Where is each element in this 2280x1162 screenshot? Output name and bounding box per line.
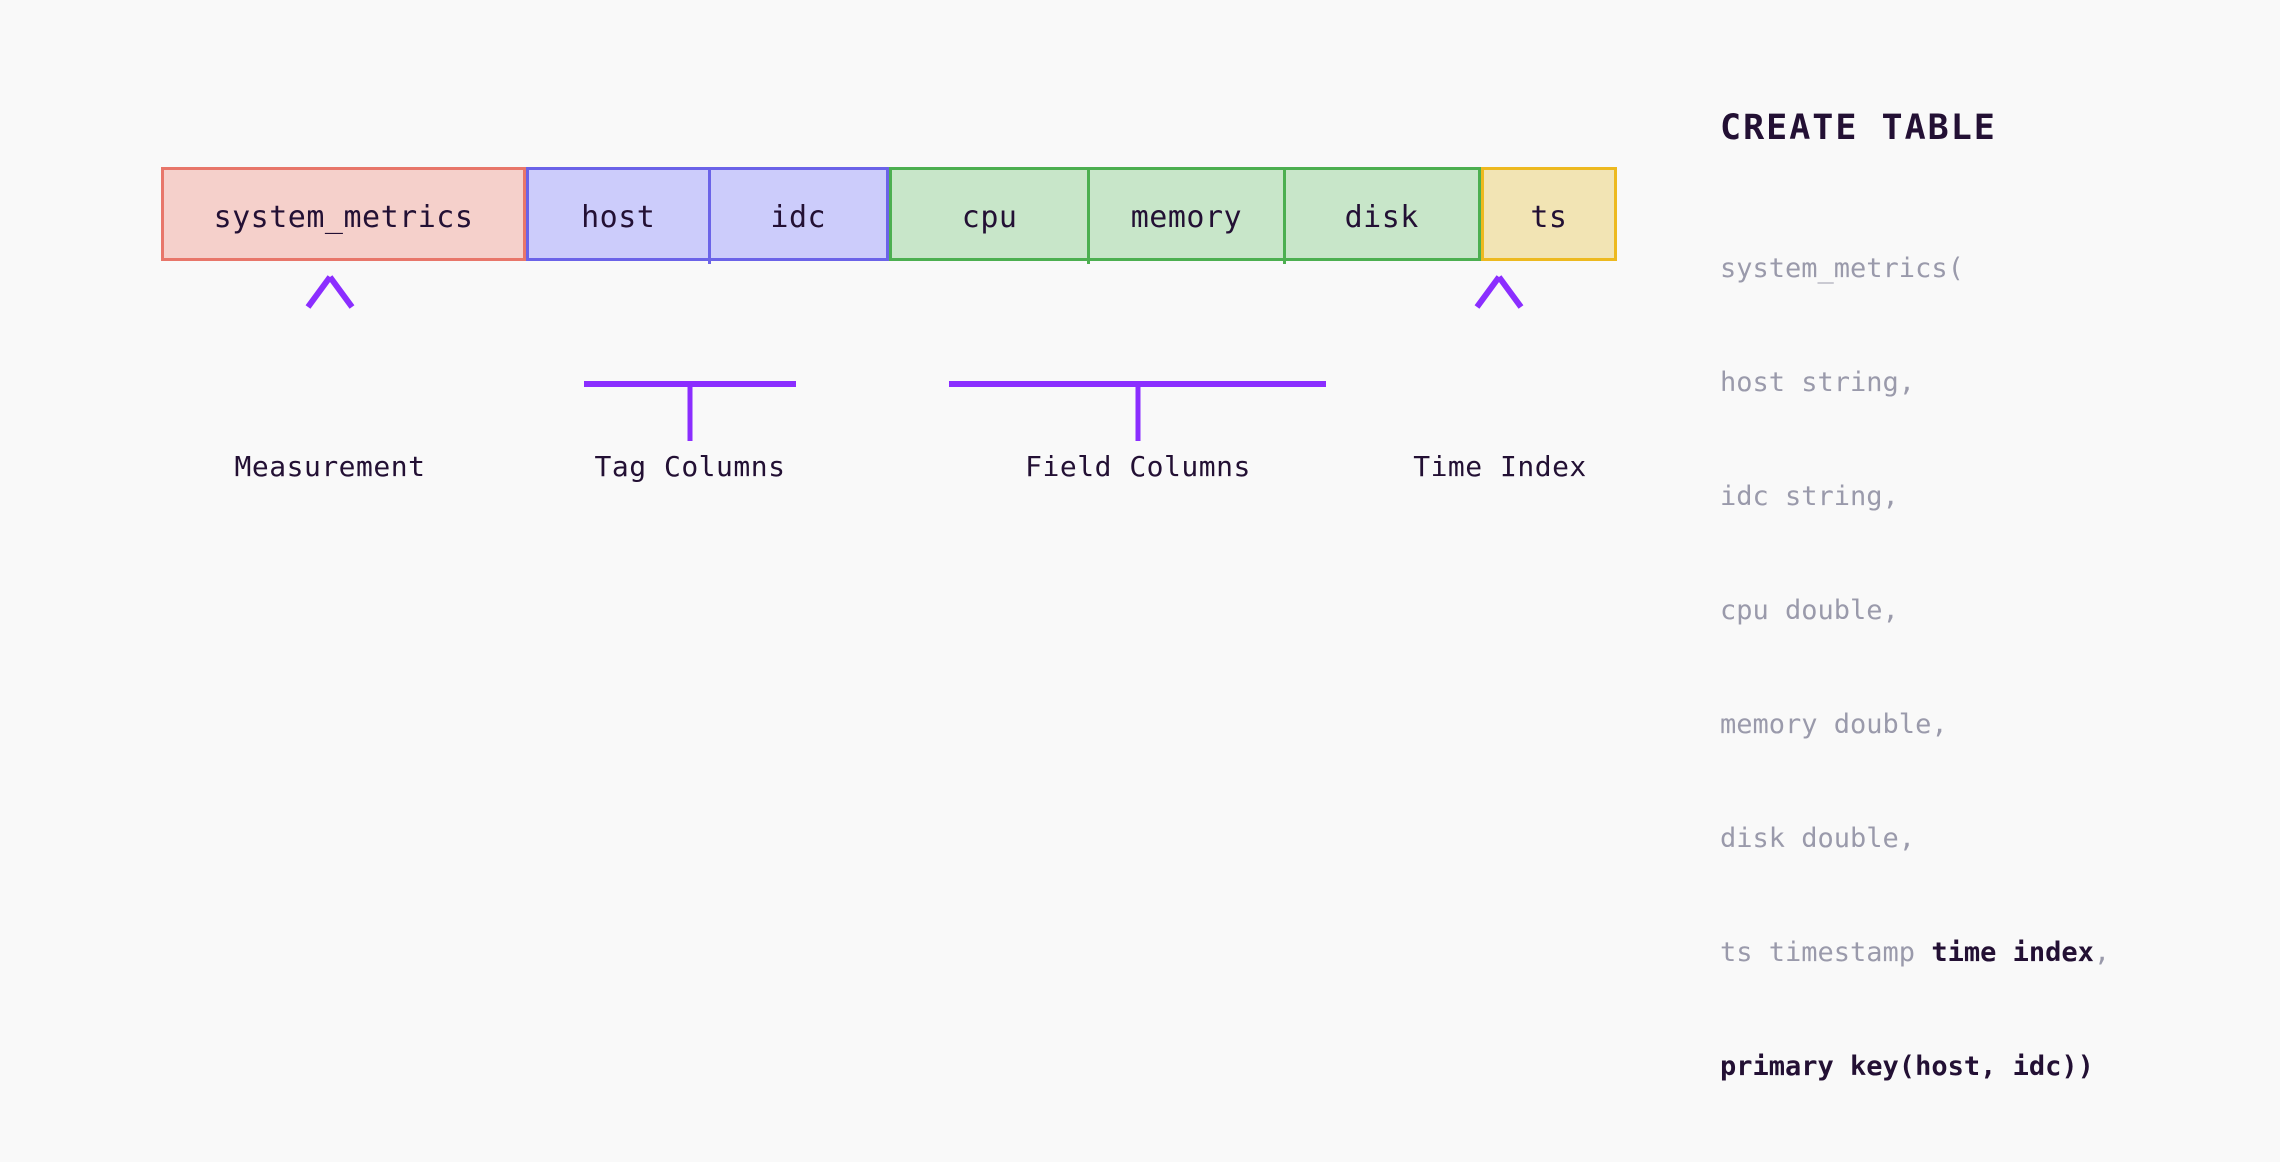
column-cell-ts: ts	[1530, 199, 1568, 235]
column-group-fields: cpu memory disk	[889, 167, 1481, 264]
bracket-fields	[949, 290, 1326, 441]
sql-line: idc string,	[1720, 478, 2240, 516]
schema-table-strip: system_metrics host idc cpu memory disk …	[161, 167, 1617, 264]
sql-text: memory double,	[1720, 709, 1948, 740]
column-cell-disk: disk	[1282, 170, 1478, 264]
arrow-measurement	[305, 275, 355, 381]
create-table-sql: system_metrics( host string, idc string,…	[1720, 174, 2240, 1162]
connector-layer	[0, 261, 1700, 441]
sql-keyword-time-index: time index	[1931, 937, 2094, 968]
column-group-tags: host idc	[526, 167, 889, 264]
sql-line: memory double,	[1720, 706, 2240, 744]
sql-text: host string,	[1720, 367, 1916, 398]
sql-line: disk double,	[1720, 820, 2240, 858]
sql-line: cpu double,	[1720, 592, 2240, 630]
sql-text: ,	[2093, 937, 2111, 968]
label-tag-columns: Tag Columns	[594, 450, 786, 483]
create-table-panel: CREATE TABLE system_metrics( host string…	[1720, 108, 2240, 1162]
sql-text: system_metrics(	[1720, 253, 1964, 284]
sql-text: cpu double,	[1720, 595, 1899, 626]
column-cell-memory: memory	[1087, 170, 1282, 264]
sql-line: host string,	[1720, 364, 2240, 402]
column-group-measurement: system_metrics	[161, 167, 526, 261]
sql-keyword-primary-key: primary key(host, idc))	[1720, 1051, 2094, 1082]
create-table-heading: CREATE TABLE	[1720, 108, 1997, 148]
column-cell-cpu: cpu	[961, 199, 1018, 235]
label-field-columns: Field Columns	[1025, 450, 1251, 483]
sql-line: ts timestamp time index,	[1720, 934, 2240, 972]
sql-text: disk double,	[1720, 823, 1916, 854]
arrow-time-index	[1474, 275, 1524, 381]
bracket-tags	[584, 290, 796, 441]
sql-line: primary key(host, idc))	[1720, 1048, 2240, 1086]
sql-line: system_metrics(	[1720, 250, 2240, 288]
label-time-index: Time Index	[1413, 450, 1587, 483]
diagram-canvas: system_metrics host idc cpu memory disk …	[0, 108, 2110, 1082]
column-cell-system_metrics: system_metrics	[213, 199, 474, 235]
label-measurement: Measurement	[234, 450, 426, 483]
column-cell-idc: idc	[707, 170, 887, 264]
sql-text: idc string,	[1720, 481, 1899, 512]
column-cell-host: host	[581, 199, 656, 235]
connector-svg	[305, 275, 1524, 441]
sql-text: ts timestamp	[1720, 937, 1932, 968]
column-group-time-index: ts	[1480, 167, 1617, 261]
